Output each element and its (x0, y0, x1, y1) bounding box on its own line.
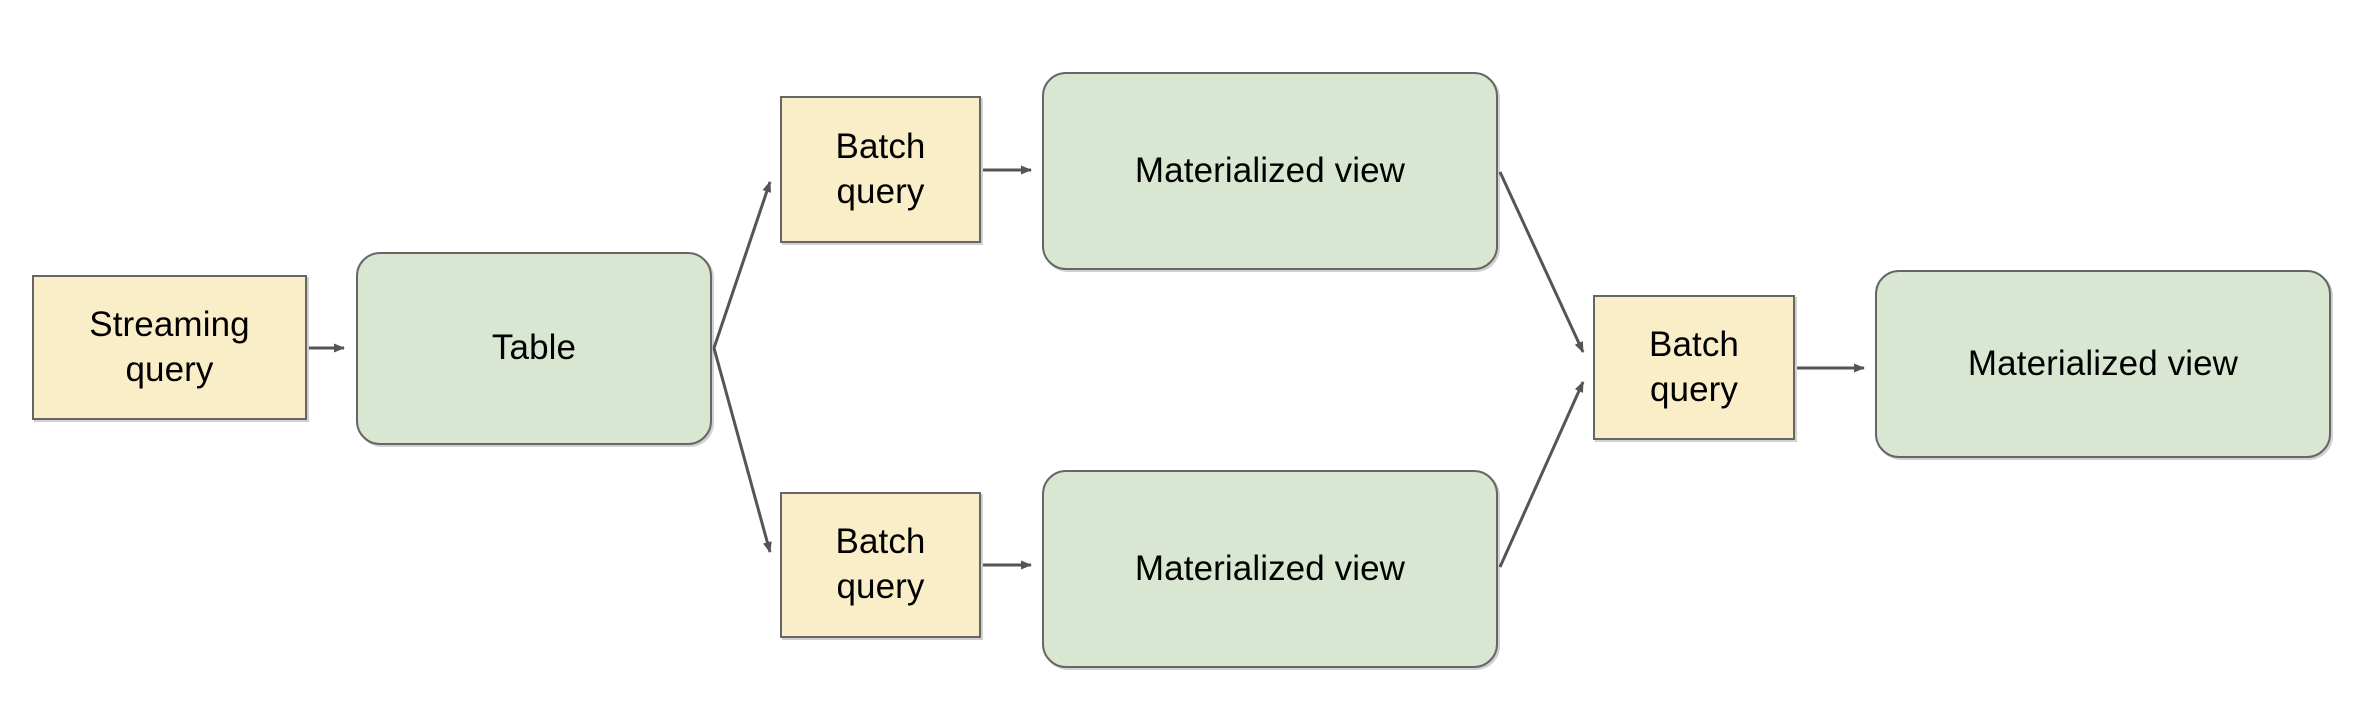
node-materialized-view-bottom[interactable]: Materialized view (1042, 470, 1498, 668)
node-label-batch-query-bottom: Batch query (835, 522, 926, 606)
node-batch-query-join[interactable]: Batch query (1593, 295, 1795, 440)
edge-materialized-view-top-to-batch-query-join (1498, 171, 1585, 353)
node-materialized-view-final[interactable]: Materialized view (1875, 270, 2331, 458)
node-label-materialized-view-bottom: Materialized view (1134, 548, 1406, 588)
edge-table-to-batch-query-top (712, 181, 772, 349)
node-batch-query-bottom[interactable]: Batch query (780, 492, 981, 638)
node-materialized-view-top[interactable]: Materialized view (1042, 72, 1498, 270)
node-label-table: Table (491, 328, 577, 368)
edge-materialized-view-bottom-to-batch-query-join (1498, 381, 1585, 568)
node-label-batch-query-join: Batch query (1649, 324, 1739, 409)
node-label-materialized-view-top: Materialized view (1134, 150, 1406, 190)
edge-table-to-batch-query-bottom (712, 347, 772, 553)
node-streaming-query[interactable]: Streaming query (32, 275, 307, 420)
node-label-batch-query-top: Batch query (835, 126, 926, 211)
node-batch-query-top[interactable]: Batch query (780, 96, 981, 243)
node-label-materialized-view-final: Materialized view (1967, 343, 2239, 383)
node-table[interactable]: Table (356, 252, 712, 445)
node-label-streaming-query: Streaming query (89, 304, 250, 389)
